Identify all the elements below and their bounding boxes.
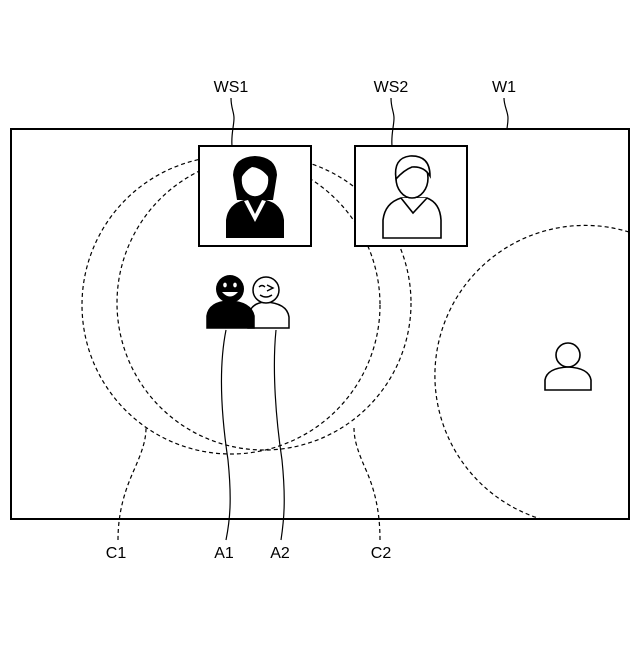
leader-a1	[222, 330, 231, 540]
label-c2: C2	[371, 545, 392, 562]
user-icon	[545, 343, 591, 390]
label-ws2: WS2	[374, 79, 409, 96]
range-circle-right	[435, 225, 629, 519]
label-c1: C1	[106, 545, 127, 562]
label-a2: A2	[270, 545, 290, 562]
label-w1: W1	[492, 79, 516, 96]
leader-w1	[504, 98, 508, 129]
window-frame	[11, 129, 629, 519]
leader-a2	[274, 330, 284, 540]
label-ws1: WS1	[214, 79, 249, 96]
leader-ws1	[231, 98, 234, 146]
label-a1: A1	[214, 545, 234, 562]
smiling-avatar-icon	[207, 275, 254, 328]
leader-c1	[118, 428, 146, 540]
leader-ws2	[391, 98, 394, 146]
leader-c2	[354, 428, 380, 540]
